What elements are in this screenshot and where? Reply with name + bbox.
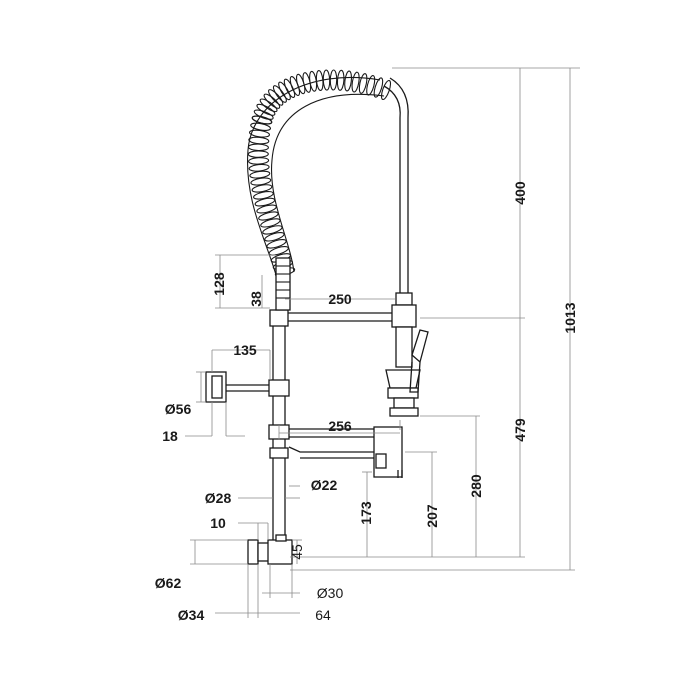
dim-spring-top: 400: [512, 181, 528, 205]
middle-collar: [268, 379, 290, 397]
coil-ring: [295, 73, 306, 95]
dim-spring-height: 128: [211, 272, 227, 296]
coil-ring: [254, 197, 276, 207]
coil-ring: [253, 109, 274, 120]
dimension-lines: [185, 67, 580, 618]
coil-ring: [358, 73, 368, 94]
coil-ring: [351, 71, 360, 93]
dim-upper-reach: 250: [328, 291, 352, 307]
coil-ring: [256, 103, 276, 116]
dim-filler-reach: 256: [328, 418, 352, 434]
dim-base-depth: 64: [315, 607, 331, 623]
dim-height-280: 280: [468, 474, 484, 498]
coil-ring: [253, 190, 274, 200]
coil-ring: [366, 75, 376, 96]
coil-ring: [263, 93, 281, 109]
dimension-labels: 128 38 250 135 Ø56 18 256 Ø22 Ø28 10 173…: [155, 181, 578, 623]
coil-ring: [256, 204, 277, 214]
coil-ring: [264, 232, 285, 242]
filler-pipe: [288, 426, 403, 478]
coil-ring: [259, 98, 278, 113]
dim-inlet-diameter: Ø34: [178, 607, 205, 623]
coil-ring: [329, 69, 338, 91]
spray-head: [385, 292, 429, 417]
coil-ring: [344, 70, 353, 92]
coil-ring: [248, 136, 270, 145]
coil-ring: [266, 239, 287, 249]
dim-height-207: 207: [424, 504, 440, 528]
coil-ring: [258, 211, 279, 221]
wall-bracket: [205, 371, 269, 403]
filler-lower-collar: [269, 447, 289, 459]
dim-height-173: 173: [358, 501, 374, 525]
coil-ring: [262, 225, 283, 235]
coil-ring: [322, 69, 331, 91]
dim-total-height: 1013: [562, 302, 578, 333]
dim-flange-diameter: Ø62: [155, 575, 182, 591]
coil-ring: [247, 150, 269, 158]
spray-lever: [411, 329, 429, 364]
faucet-body: [205, 69, 429, 565]
coil-ring: [272, 85, 287, 103]
dim-filler-pipe-diameter: Ø22: [311, 477, 338, 493]
coil-ring: [289, 76, 301, 96]
coil-ring: [268, 246, 289, 256]
coil-ring: [336, 69, 345, 91]
spray-head-connector: [395, 292, 413, 306]
dim-base-height: 45: [289, 544, 305, 560]
coil-ring: [373, 77, 384, 98]
coil-ring: [260, 218, 281, 228]
dim-base-diameter: Ø30: [317, 585, 344, 601]
coil-ring: [247, 143, 269, 152]
coiled-spring: [246, 69, 392, 277]
coil-ring: [251, 115, 273, 125]
dim-column-diameter: Ø28: [205, 490, 232, 506]
coil-ring: [380, 79, 392, 101]
dim-side-bracket-offset: 135: [233, 342, 257, 358]
coil-ring: [278, 81, 291, 101]
base-inlet: [247, 534, 293, 565]
dim-bracket-diameter: Ø56: [165, 401, 192, 417]
coil-ring: [251, 184, 273, 193]
coil-ring: [248, 157, 270, 165]
coil-ring: [250, 177, 272, 186]
coil-ring: [248, 163, 270, 172]
dim-spout-height: 479: [512, 418, 528, 442]
dim-bracket-depth: 18: [162, 428, 178, 444]
hose-sleeve: [275, 257, 291, 311]
coil-ring: [268, 89, 284, 106]
upper-collar: [269, 309, 289, 327]
dim-inlet-offset: 10: [210, 515, 226, 531]
dim-hose-collar: 38: [248, 291, 264, 307]
